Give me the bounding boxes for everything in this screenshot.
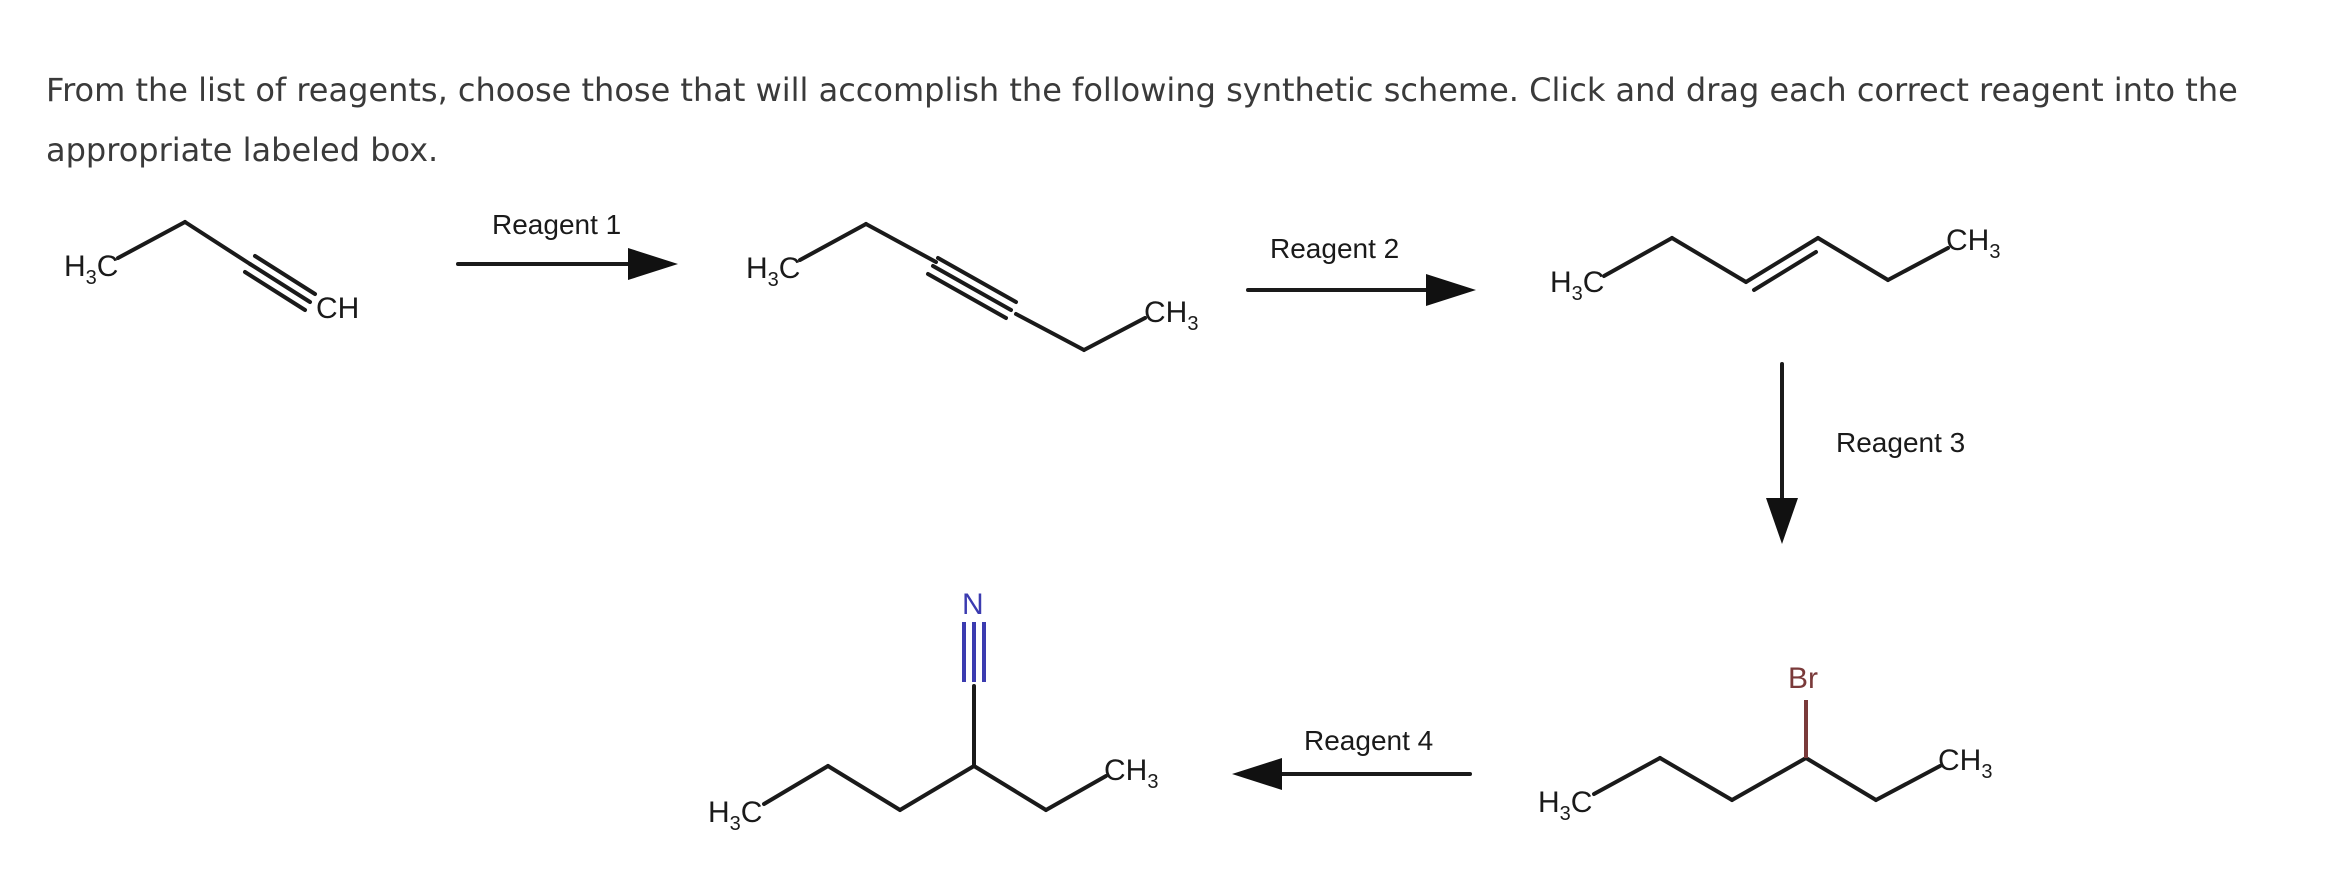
bond xyxy=(1804,756,1878,802)
arrow-head xyxy=(628,248,678,280)
bond xyxy=(248,262,312,304)
atom-h3c: H3C xyxy=(64,250,118,289)
bond xyxy=(1730,756,1808,802)
reagent-2-label: Reagent 2 xyxy=(1270,233,1399,264)
atom-n: N xyxy=(962,588,984,621)
atom-ch3: CH3 xyxy=(1144,296,1198,335)
bond xyxy=(1744,236,1820,284)
bond xyxy=(243,270,307,312)
bond xyxy=(936,256,1018,304)
atom-h3c: H3C xyxy=(708,796,762,835)
instructions-text: From the list of reagents, choose those … xyxy=(46,71,2238,169)
bond xyxy=(798,222,868,262)
bond xyxy=(253,254,317,296)
arrow-head xyxy=(1766,498,1798,544)
bond xyxy=(826,764,902,812)
arrow-reagent-2: Reagent 2 xyxy=(1246,233,1476,306)
bond xyxy=(1874,764,1942,802)
atom-ch3: CH3 xyxy=(1938,744,1992,783)
atom-ch3: CH3 xyxy=(1946,224,2000,263)
reagent-1-label: Reagent 1 xyxy=(492,209,621,240)
bond xyxy=(931,264,1013,312)
atom-br: Br xyxy=(1788,662,1818,695)
molecule-nitrile: H3C N CH3 xyxy=(708,588,1158,835)
atom-ch3: CH3 xyxy=(1104,754,1158,793)
bond xyxy=(1670,236,1748,284)
arrow-reagent-4: Reagent 4 xyxy=(1232,725,1472,790)
arrow-head xyxy=(1426,274,1476,306)
bond xyxy=(1752,250,1818,292)
bond xyxy=(1082,316,1147,352)
bond xyxy=(1592,756,1662,796)
atom-h3c: H3C xyxy=(746,252,800,291)
bond xyxy=(762,764,830,806)
bond xyxy=(972,764,1048,812)
bond xyxy=(1014,312,1086,352)
atom-ch: CH xyxy=(316,292,359,325)
bond xyxy=(116,220,187,260)
molecule-3-bromopentane: H3C Br CH3 xyxy=(1538,662,1992,825)
bond xyxy=(898,764,976,812)
bond xyxy=(1886,246,1950,282)
arrow-reagent-1: Reagent 1 xyxy=(456,209,678,280)
bond xyxy=(864,222,938,264)
bond xyxy=(926,272,1008,320)
bond xyxy=(1602,236,1674,278)
molecule-propyne: H3C CH xyxy=(64,220,359,325)
bond xyxy=(1658,756,1734,802)
molecule-2-pentene: H3C CH3 xyxy=(1550,224,2000,305)
arrow-reagent-3: Reagent 3 xyxy=(1766,362,1965,544)
bond xyxy=(1816,236,1890,282)
reagent-3-label: Reagent 3 xyxy=(1836,427,1965,458)
bond xyxy=(1044,774,1108,812)
atom-h3c: H3C xyxy=(1538,786,1592,825)
reagent-4-label: Reagent 4 xyxy=(1304,725,1433,756)
arrow-head xyxy=(1232,758,1282,790)
bond xyxy=(183,220,252,266)
atom-h3c: H3C xyxy=(1550,266,1604,305)
molecule-2-pentyne: H3C CH3 xyxy=(746,222,1198,352)
